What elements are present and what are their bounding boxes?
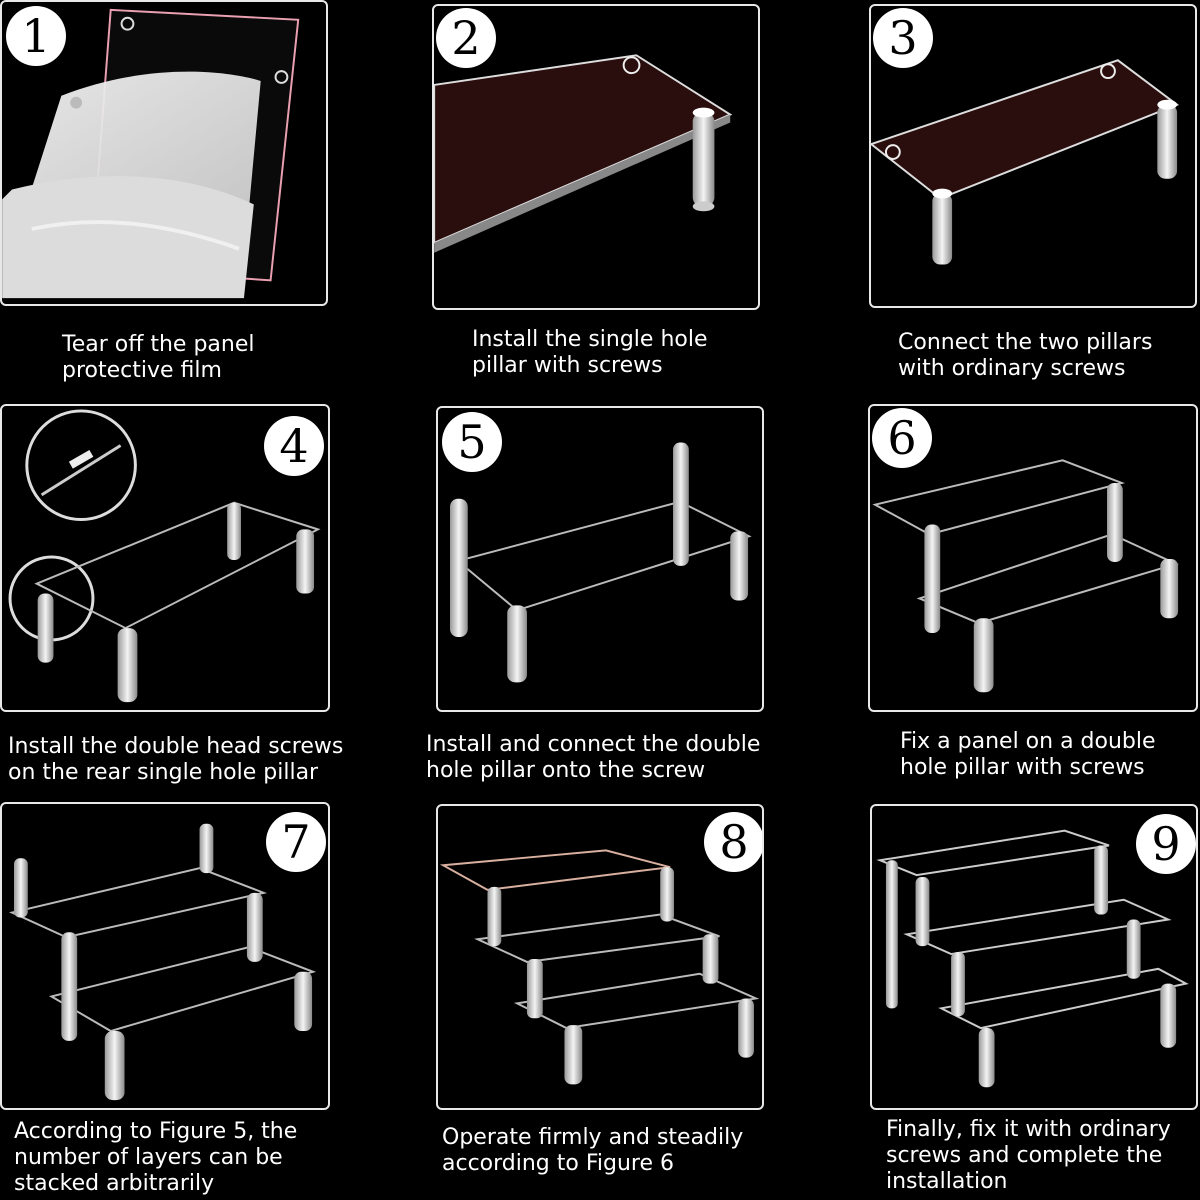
step-4-image: 4 [0,404,330,712]
two-pillars-illustration [871,59,1180,265]
step-7-image: 7 [0,802,330,1110]
step-5-image: 5 [436,406,764,712]
completed-shelf-illustration [876,829,1189,1088]
step-1-number: 1 [6,6,66,66]
step-7-number: 7 [266,812,326,872]
step-3-caption: Connect the two pillars with ordinary sc… [898,330,1153,381]
step-3-number: 3 [873,8,933,68]
step-4-caption: Install the double head screws on the re… [8,734,344,785]
double-hole-pillar-illustration [449,442,752,683]
double-head-screw-illustration [8,409,321,703]
step-2-number: 2 [436,8,496,68]
step-8-image: 8 [436,804,764,1110]
second-panel-illustration [872,459,1179,693]
step-2-caption: Install the single hole pillar with scre… [472,327,708,378]
three-tier-illustration [439,849,760,1085]
step-1-image: 1 [0,0,328,306]
step-9-image: 9 [870,804,1198,1110]
step-5-number: 5 [442,412,502,472]
stacked-layers-illustration [8,823,317,1101]
step-5-caption: Install and connect the double hole pill… [426,732,761,783]
step-6-caption: Fix a panel on a double hole pillar with… [900,729,1156,780]
step-6-image: 6 [868,404,1198,712]
step-7-caption: According to Figure 5, the number of lay… [14,1119,298,1196]
step-9-number: 9 [1136,814,1196,874]
step-9-caption: Finally, fix it with ordinary screws and… [886,1117,1171,1194]
step-4-number: 4 [264,416,324,476]
step-2-image: 2 [432,4,760,310]
step-8-number: 8 [704,812,762,872]
step-3-image: 3 [869,4,1197,308]
step-6-number: 6 [872,408,932,468]
step-1-caption: Tear off the panel protective film [62,332,255,383]
step-8-caption: Operate firmly and steadily according to… [442,1125,744,1176]
peel-film-illustration [2,8,300,299]
single-pillar-illustration [434,54,733,253]
